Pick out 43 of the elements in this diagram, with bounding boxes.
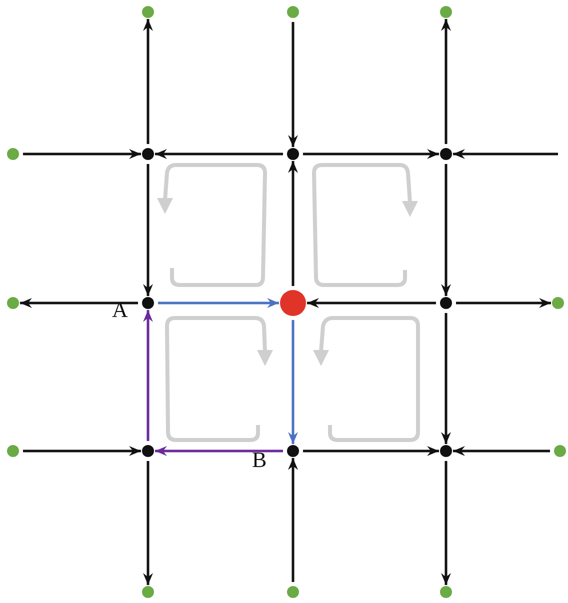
arrow <box>307 298 436 308</box>
endpoint-dot <box>287 586 299 598</box>
junction-dot <box>440 297 452 309</box>
endpoint-dot <box>440 6 452 18</box>
arrow <box>288 22 298 147</box>
arrow <box>143 164 153 296</box>
endpoint-dot <box>142 6 154 18</box>
junction-dot <box>440 445 452 457</box>
endpoint-dot <box>7 148 19 160</box>
arrow <box>288 458 298 582</box>
arrow <box>453 149 558 159</box>
arrow <box>23 149 141 159</box>
endpoint-dot <box>554 445 566 457</box>
endpoint-dot <box>287 6 299 18</box>
arrow <box>441 461 451 585</box>
arrow <box>20 298 138 308</box>
arrow <box>303 149 439 159</box>
arrow <box>143 461 153 585</box>
center-dot <box>280 290 306 316</box>
arrow <box>303 446 439 456</box>
junction-dot <box>142 445 154 457</box>
arrow <box>456 298 551 308</box>
endpoint-dot <box>552 297 564 309</box>
arrow <box>441 313 451 444</box>
arrow <box>441 164 451 296</box>
junction-dot <box>142 148 154 160</box>
point-label: B <box>252 449 267 471</box>
arrow <box>288 161 298 286</box>
endpoint-dot <box>142 586 154 598</box>
arrow <box>143 310 153 441</box>
arrow <box>288 320 298 444</box>
endpoint-dot <box>7 445 19 457</box>
arrow <box>155 149 283 159</box>
arrow <box>155 446 283 456</box>
arrow <box>143 19 153 144</box>
endpoint-dot <box>440 586 452 598</box>
arrow <box>441 19 451 144</box>
arrow <box>158 298 279 308</box>
arrow <box>23 446 141 456</box>
arrow <box>453 446 550 456</box>
endpoint-dot <box>7 297 19 309</box>
junction-dot <box>287 148 299 160</box>
junction-dot <box>440 148 452 160</box>
